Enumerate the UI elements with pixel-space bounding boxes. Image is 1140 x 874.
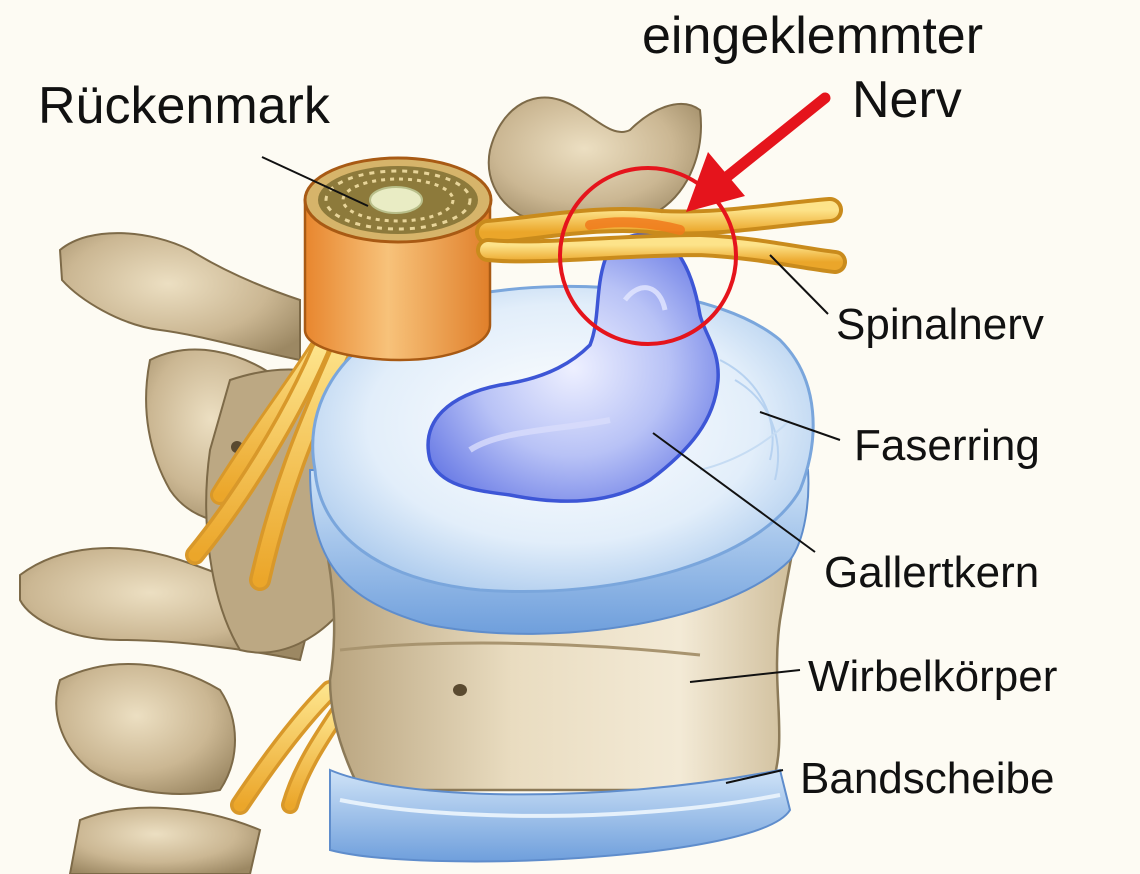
leader-gallertkern <box>652 432 816 553</box>
pinched-nerve-highlight <box>558 166 738 346</box>
spinal-nerve <box>475 197 847 274</box>
leader-lines <box>261 156 841 784</box>
label-nerv: Nerv <box>852 71 962 129</box>
vertebral-arch <box>19 96 702 874</box>
label-bandscheibe: Bandscheibe <box>800 754 1055 803</box>
leader-bandscheibe <box>725 769 784 784</box>
label-faserring: Faserring <box>854 421 1040 470</box>
label-eingeklemmter: eingeklemmter <box>642 7 984 65</box>
leader-spinalnerv <box>769 254 829 315</box>
label-gallertkern: Gallertkern <box>824 548 1040 597</box>
nucleus-pulposus <box>426 232 720 503</box>
intervertebral-disc <box>329 768 792 863</box>
nerve-roots <box>185 320 356 815</box>
leader-faserring <box>759 411 841 441</box>
spinal-cord <box>303 156 493 362</box>
red-arrow <box>686 92 831 212</box>
label-spinalnerv: Spinalnerv <box>836 300 1044 349</box>
leader-wirbelkoerper <box>689 669 801 683</box>
label-wirbelkoerper: Wirbelkörper <box>808 652 1058 701</box>
label-rueckenmark: Rückenmark <box>38 77 330 135</box>
leader-rueckenmark <box>261 156 369 207</box>
